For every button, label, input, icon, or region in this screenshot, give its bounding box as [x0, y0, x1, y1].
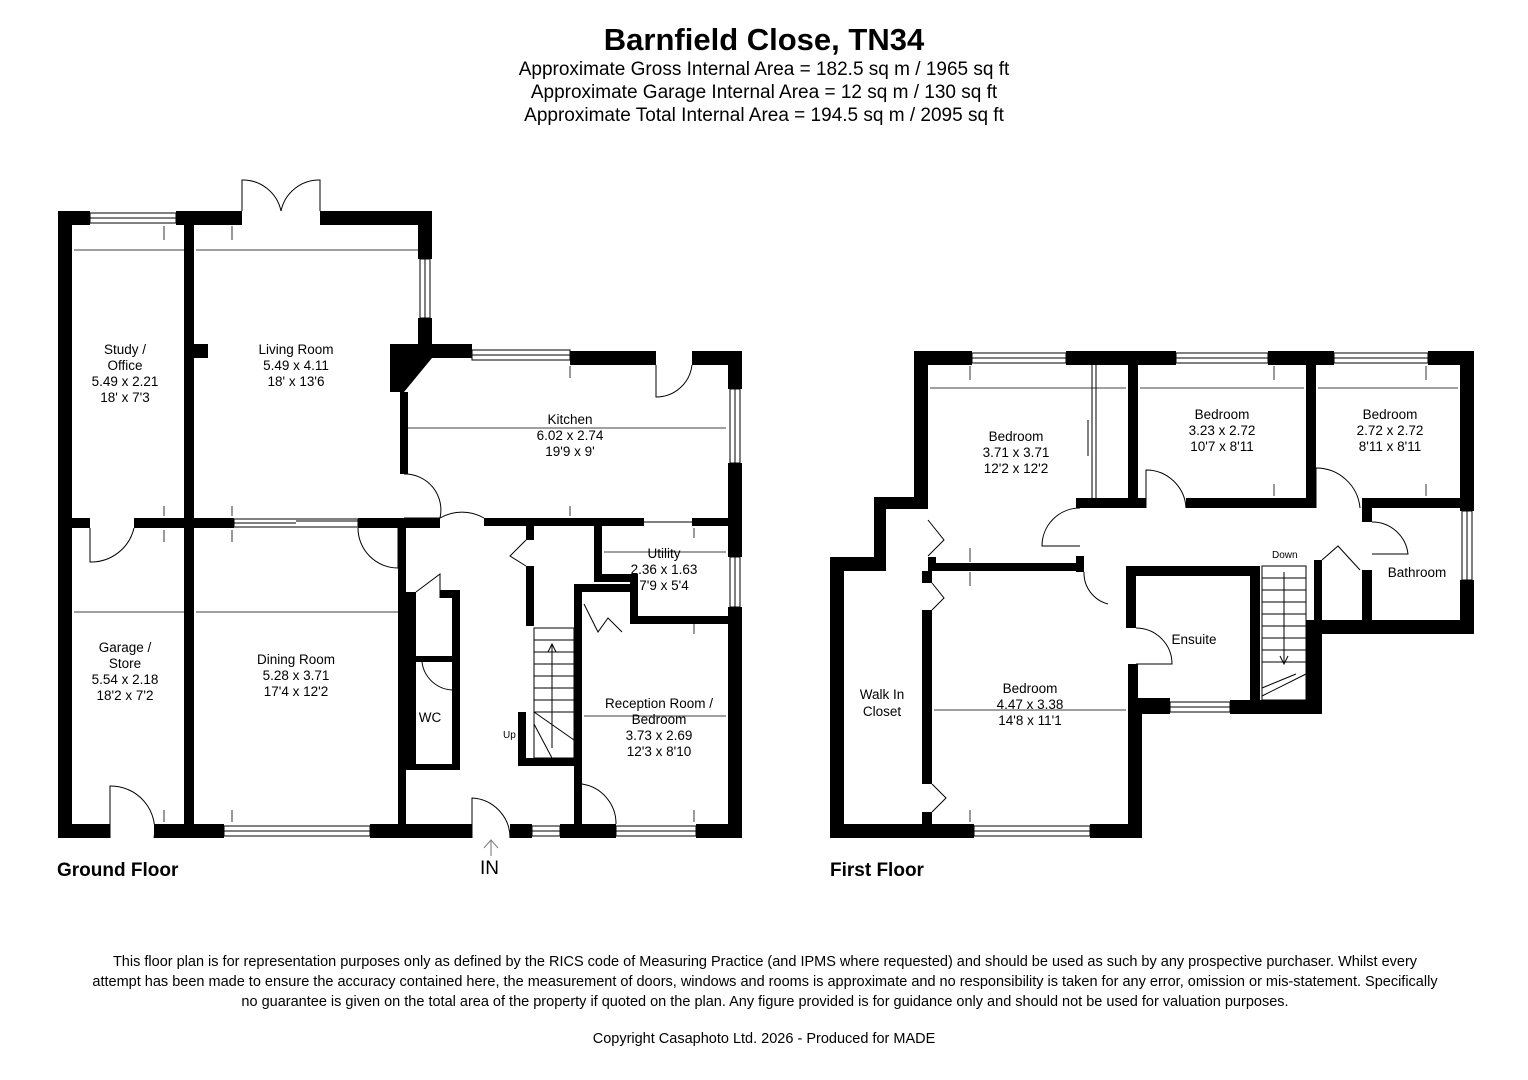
- first-floor-dimension-marks: [930, 366, 1458, 822]
- room-dimensions-metric: 3.73 x 2.69: [625, 728, 693, 743]
- room-dimensions-metric: 4.47 x 3.38: [996, 697, 1064, 712]
- first-floor-label: First Floor: [830, 860, 924, 881]
- plan-header: Barnfield Close, TN34 Approximate Gross …: [0, 22, 1528, 127]
- room-dimensions-imperial: 14'8 x 11'1: [998, 713, 1062, 728]
- total-area: Approximate Total Internal Area = 194.5 …: [524, 105, 1004, 126]
- room-reception-bedroom: Reception Room / Bedroom 3.73 x 2.69 12'…: [588, 696, 730, 760]
- room-name: Bedroom: [631, 712, 687, 727]
- room-ensuite: Ensuite: [1140, 632, 1248, 648]
- room-dimensions-metric: 3.71 x 3.71: [982, 445, 1050, 460]
- room-dimensions-metric: 5.49 x 4.11: [263, 358, 329, 373]
- stairs-up-label: Up: [503, 730, 516, 741]
- room-name: Study /: [103, 342, 147, 357]
- room-bathroom: Bathroom: [1376, 565, 1458, 581]
- room-living: Living Room 5.49 x 4.11 18' x 13'6: [206, 342, 386, 390]
- room-dimensions-metric: 5.49 x 2.21: [91, 374, 159, 389]
- room-name: Store: [108, 656, 142, 671]
- first-floor-walls: [830, 351, 1474, 838]
- room-dimensions-imperial: 7'9 x 5'4: [639, 578, 689, 593]
- room-dimensions-imperial: 18' x 7'3: [100, 390, 150, 405]
- room-dimensions-imperial: 12'2 x 12'2: [983, 461, 1049, 476]
- room-dimensions-metric: 5.54 x 2.18: [91, 672, 159, 687]
- entrance-arrow-icon: [483, 839, 499, 856]
- room-name: Bedroom: [988, 429, 1044, 444]
- room-name: Living Room: [258, 342, 334, 357]
- room-dimensions-imperial: 17'4 x 12'2: [263, 684, 329, 699]
- room-walk-in-closet: Walk In Closet: [846, 686, 918, 720]
- ground-floor-label: Ground Floor: [57, 860, 179, 881]
- room-name: Bedroom: [1194, 407, 1250, 422]
- room-dimensions-metric: 2.36 x 1.63: [630, 562, 698, 577]
- entrance-label: IN: [480, 858, 499, 879]
- room-name: Ensuite: [1171, 632, 1217, 647]
- room-name: Dining Room: [256, 652, 336, 667]
- ground-floor-window-lines: [90, 217, 736, 832]
- room-name: Garage /: [98, 640, 152, 655]
- property-title: Barnfield Close, TN34: [603, 22, 925, 57]
- room-bedroom-3: Bedroom 2.72 x 2.72 8'11 x 8'11: [1320, 407, 1460, 455]
- room-dimensions-imperial: 12'3 x 8'10: [626, 744, 692, 759]
- room-dimensions-metric: 5.28 x 3.71: [262, 668, 330, 683]
- stairs-down-label: Down: [1272, 550, 1298, 561]
- room-name: Bedroom: [1002, 681, 1058, 696]
- room-name: Office: [107, 358, 143, 373]
- ground-floor-doors: [89, 179, 693, 839]
- copyright-text: Copyright Casaphoto Ltd. 2026 - Produced…: [592, 1031, 936, 1047]
- first-floor-window-lines: [972, 357, 1468, 832]
- room-dimensions-imperial: 10'7 x 8'11: [1190, 439, 1254, 454]
- room-wc: WC: [410, 710, 450, 726]
- room-name: Reception Room /: [604, 696, 714, 711]
- room-name: Walk In: [859, 687, 905, 702]
- room-dimensions-metric: 3.23 x 2.72: [1188, 423, 1256, 438]
- room-name: Closet: [862, 704, 902, 719]
- ground-floor-stairs: [533, 627, 575, 759]
- room-name: Bedroom: [1362, 407, 1418, 422]
- disclaimer-text: This floor plan is for representation pu…: [92, 954, 1438, 1010]
- ground-floor-walls: [58, 211, 742, 838]
- room-dimensions-imperial: 19'9 x 9': [545, 444, 595, 459]
- room-garage-store: Garage / Store 5.54 x 2.18 18'2 x 7'2: [62, 640, 188, 704]
- room-kitchen: Kitchen 6.02 x 2.74 19'9 x 9': [500, 412, 640, 460]
- room-utility: Utility 2.36 x 1.63 7'9 x 5'4: [612, 546, 716, 594]
- room-dimensions-imperial: 18'2 x 7'2: [96, 688, 154, 703]
- room-name: Kitchen: [547, 412, 593, 427]
- first-floor-stairs: [1261, 565, 1307, 701]
- room-dimensions-metric: 6.02 x 2.74: [536, 428, 604, 443]
- room-name: Utility: [647, 546, 681, 561]
- ground-floor-dimension-marks: [74, 226, 726, 822]
- room-name: WC: [418, 710, 442, 725]
- garage-area: Approximate Garage Internal Area = 12 sq…: [530, 82, 998, 103]
- room-study-office: Study / Office 5.49 x 2.21 18' x 7'3: [62, 342, 188, 406]
- room-dining: Dining Room 5.28 x 3.71 17'4 x 12'2: [206, 652, 386, 700]
- first-floor-doors: [927, 467, 1409, 813]
- room-dimensions-metric: 2.72 x 2.72: [1356, 423, 1424, 438]
- room-dimensions-imperial: 8'11 x 8'11: [1358, 439, 1422, 454]
- room-bedroom-2: Bedroom 3.23 x 2.72 10'7 x 8'11: [1150, 407, 1294, 455]
- room-bedroom-1: Bedroom 3.71 x 3.71 12'2 x 12'2: [946, 429, 1086, 477]
- gross-area: Approximate Gross Internal Area = 182.5 …: [518, 59, 1010, 80]
- room-dimensions-imperial: 18' x 13'6: [267, 374, 325, 389]
- room-bedroom-4: Bedroom 4.47 x 3.38 14'8 x 11'1: [960, 681, 1100, 729]
- room-name: Bathroom: [1387, 565, 1447, 580]
